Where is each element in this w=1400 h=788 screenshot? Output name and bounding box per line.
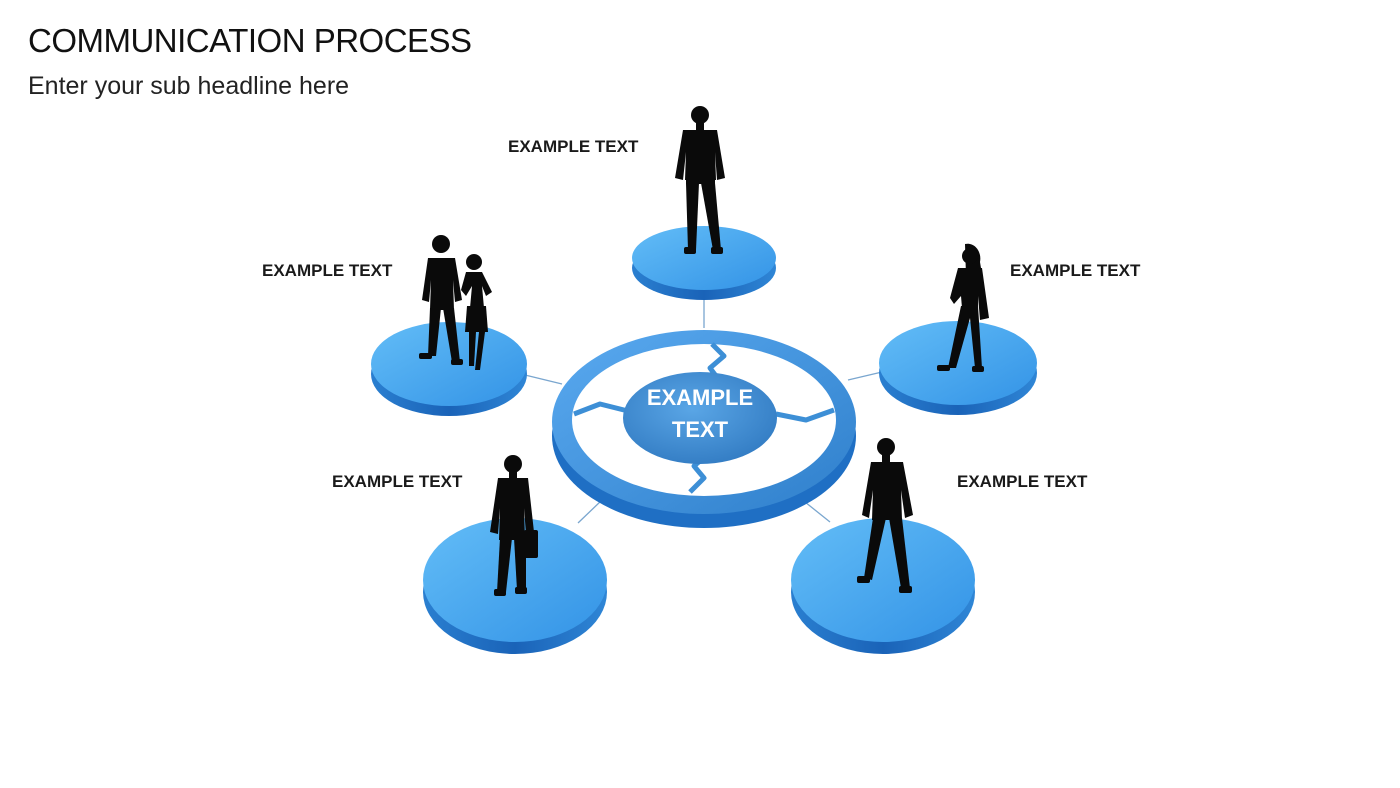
node-label-upper-left: EXAMPLE TEXT: [262, 261, 393, 280]
platform-lower-right: [791, 518, 975, 654]
platform-upper-right: [879, 321, 1037, 415]
businessman-standing-icon: [857, 438, 913, 593]
center-hub: [623, 372, 777, 464]
center-label-line1: EXAMPLE: [646, 385, 754, 410]
center-hub-label: EXAMPLE TEXT: [625, 382, 775, 446]
business-couple-icon: [419, 235, 492, 370]
businesswoman-icon: [937, 243, 989, 372]
businessman-with-briefcase-icon: [490, 455, 538, 596]
node-label-lower-left: EXAMPLE TEXT: [332, 472, 463, 491]
page-subtitle: Enter your sub headline here: [28, 72, 350, 100]
page-title: COMMUNICATION PROCESS: [28, 22, 472, 59]
platform-upper-left: [371, 322, 527, 416]
platform-top: [632, 226, 776, 300]
businessman-hands-in-pockets-icon: [675, 106, 725, 254]
node-label-lower-right: EXAMPLE TEXT: [957, 472, 1088, 491]
node-label-top: EXAMPLE TEXT: [508, 137, 639, 156]
node-label-upper-right: EXAMPLE TEXT: [1010, 261, 1141, 280]
center-label-line2: TEXT: [671, 417, 729, 442]
